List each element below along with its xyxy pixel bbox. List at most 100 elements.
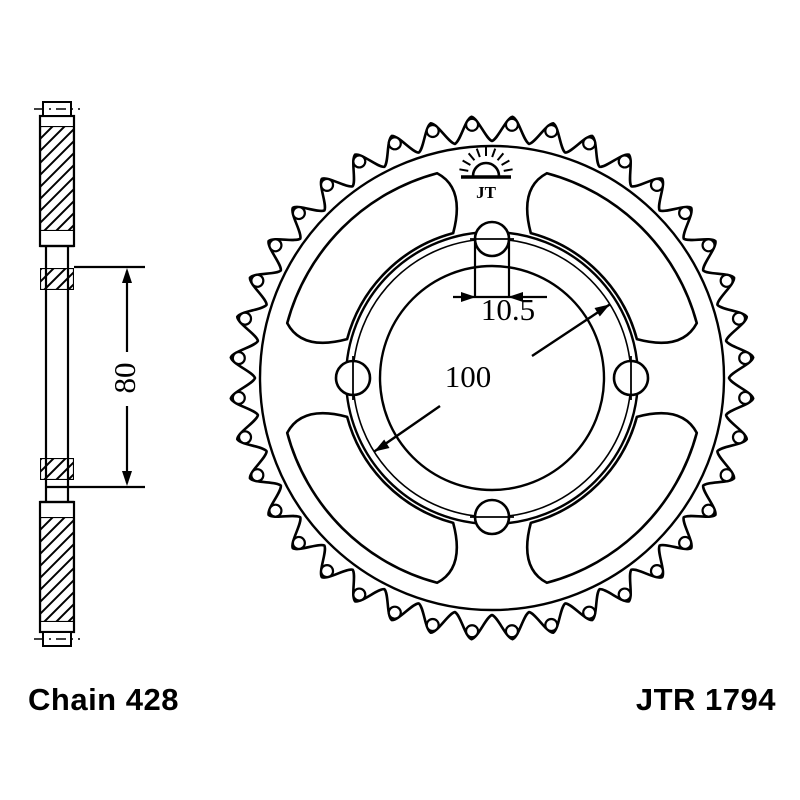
dim-100-line-right xyxy=(531,303,611,357)
dim-105-arrow-right xyxy=(508,292,523,302)
hatch-line xyxy=(40,175,74,213)
tooth-tip-pocket xyxy=(678,535,693,551)
hatch-line xyxy=(40,554,74,592)
logo-sun-ray xyxy=(503,168,513,172)
tooth-tip-pocket xyxy=(319,564,335,579)
hatch-line xyxy=(40,518,74,556)
hatch-line xyxy=(42,199,74,231)
hatch-line xyxy=(148,122,261,235)
tooth-tip-pocket xyxy=(291,535,306,551)
hatch-line xyxy=(160,513,273,626)
hatch-line xyxy=(100,513,213,626)
hatch-line xyxy=(136,454,166,484)
hatch-line xyxy=(40,578,74,616)
hatch-line xyxy=(0,122,21,235)
dimension-annotations xyxy=(46,241,611,489)
hatch-line xyxy=(208,454,238,484)
hatch-line xyxy=(136,513,249,626)
hatch-line xyxy=(40,187,74,225)
tooth-tip-pocket xyxy=(582,136,597,151)
hatch-line xyxy=(0,122,9,235)
hatch-line xyxy=(0,122,33,235)
hatch-line xyxy=(124,513,237,626)
hatch-line xyxy=(40,127,74,165)
tooth-tip-pocket xyxy=(701,238,716,253)
hatch-line xyxy=(148,264,178,294)
sprocket-window-2 xyxy=(285,411,459,585)
tooth-tip-pocket xyxy=(678,205,693,221)
hatch-line xyxy=(160,122,273,235)
part-number-label: JTR 1794 xyxy=(635,682,776,717)
jt-sunrise-logo xyxy=(459,147,513,179)
tooth-tip-pocket xyxy=(352,587,367,602)
hatch-line xyxy=(88,513,201,626)
dimension-label-100: 100 xyxy=(445,359,492,394)
hatch-line xyxy=(76,264,106,294)
tooth-tip-pocket xyxy=(291,205,306,221)
hatch-line xyxy=(196,264,226,294)
logo-letters: JT xyxy=(476,183,497,202)
dim-80-arrow-top xyxy=(122,268,132,283)
hatch-line xyxy=(40,566,74,604)
tooth-tip-pocket xyxy=(268,238,283,253)
hatch-line xyxy=(112,513,225,626)
hatch-line xyxy=(54,602,74,622)
tooth-tip-pocket xyxy=(250,273,265,288)
tooth-tip-pocket xyxy=(237,311,253,326)
hatch-line xyxy=(54,211,74,231)
hatch-line xyxy=(4,264,34,294)
logo-sun-dome xyxy=(471,161,501,177)
side-rim-bottom xyxy=(38,500,76,634)
hatch-line xyxy=(76,513,189,626)
hatch-line xyxy=(160,454,190,484)
tooth-tip-pocket xyxy=(237,430,253,445)
dim-100-arrow-left xyxy=(374,439,390,452)
hatch-line xyxy=(88,454,118,484)
tooth-tip-pocket xyxy=(544,617,559,633)
sprocket-window-0 xyxy=(525,171,699,345)
tooth-tip-pocket xyxy=(319,177,335,192)
hatch-line xyxy=(196,454,226,484)
logo-sun-ray xyxy=(496,152,505,161)
tooth-tip-pocket xyxy=(231,350,246,366)
tooth-tip-pocket xyxy=(701,503,716,518)
hatch-line xyxy=(40,542,74,580)
chain-size-label: Chain 428 xyxy=(28,682,179,717)
tooth-tip-pocket xyxy=(250,468,265,483)
tooth-tip-pocket xyxy=(617,154,632,169)
hatch-line xyxy=(184,122,297,235)
hatch-line xyxy=(66,223,74,231)
hatch-line xyxy=(42,590,74,622)
hatch-line xyxy=(136,122,249,235)
hatch-line xyxy=(208,264,238,294)
hatch-line xyxy=(196,122,309,235)
tooth-tip-pocket xyxy=(731,311,747,326)
dim-105-arrow-left xyxy=(461,292,476,302)
logo-sun-ray xyxy=(491,148,497,158)
dim-80-arrow-bottom xyxy=(122,471,132,486)
hatch-line xyxy=(0,264,22,294)
tooth-tip-pocket xyxy=(719,468,734,483)
dim-100-arrow-right xyxy=(594,304,610,317)
tooth-tip-pocket xyxy=(387,136,402,151)
tooth-tip-pocket xyxy=(504,117,520,132)
hatch-top-lip xyxy=(0,264,238,294)
hatch-line xyxy=(76,454,106,484)
hatch-line xyxy=(66,614,74,622)
tooth-tip-pocket xyxy=(582,605,597,620)
hatch-line xyxy=(40,151,74,189)
sprocket-window-3 xyxy=(285,171,459,345)
logo-sun-ray xyxy=(459,168,469,172)
hatch-line xyxy=(40,517,67,544)
tooth-tip-pocket xyxy=(649,564,665,579)
hatch-bottom-lip xyxy=(4,454,238,484)
hatch-line xyxy=(136,264,166,294)
hatch-bottom-main xyxy=(40,513,273,626)
tooth-tip-pocket xyxy=(425,123,440,139)
hatch-line xyxy=(4,454,34,484)
logo-sun-ray xyxy=(475,148,481,158)
front-sprocket-view xyxy=(229,115,755,641)
hatch-line xyxy=(148,513,261,626)
